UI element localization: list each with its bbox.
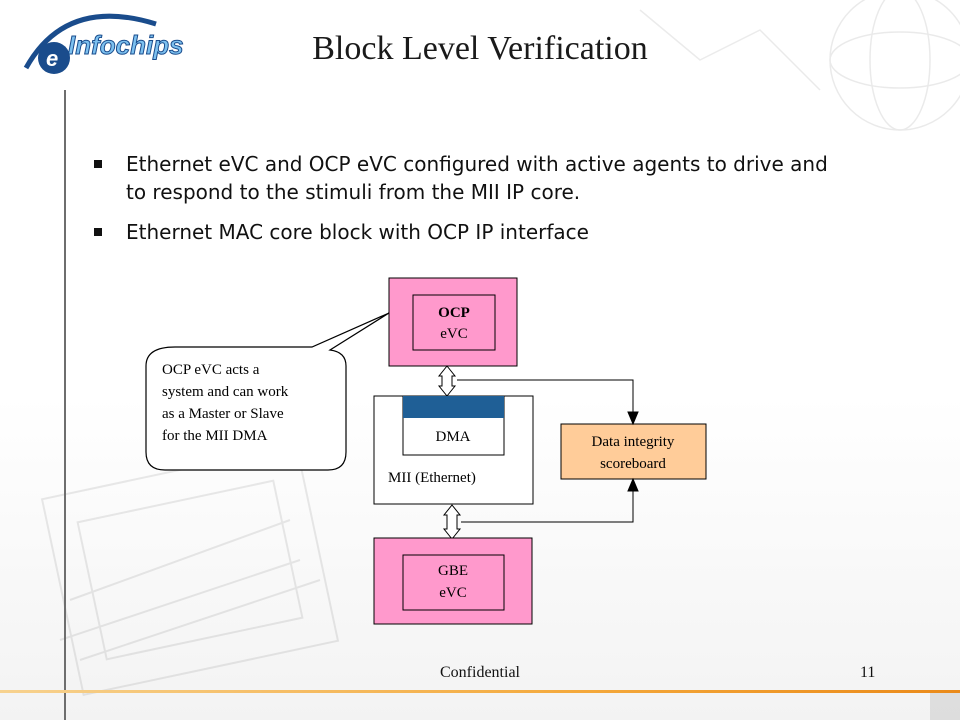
bullet-square-icon [94, 228, 102, 236]
mii-gbe-double-arrow [442, 504, 462, 540]
bullet-text: Ethernet eVC and OCP eVC configured with… [126, 152, 828, 204]
scoreboard-label-line2: scoreboard [600, 456, 666, 472]
scoreboard-block: Data integrity scoreboard [560, 423, 707, 480]
bullet-item: Ethernet MAC core block with OCP IP inte… [92, 218, 852, 246]
gbe-label-line2: eVC [439, 585, 467, 601]
gbe-evc-block: GBE eVC [373, 537, 533, 625]
top-connector-arrowhead [627, 411, 639, 426]
callout-line: OCP eVC acts a [162, 362, 260, 378]
left-divider [64, 90, 66, 720]
ocp-label-line2: eVC [440, 326, 468, 342]
callout-bubble: OCP eVC acts a system and can work as a … [145, 312, 390, 471]
ocp-mii-double-arrow [437, 365, 457, 397]
ocp-evc-block: OCP eVC [388, 277, 518, 367]
callout-line: as a Master or Slave [162, 406, 284, 422]
scoreboard-connectors [457, 379, 639, 523]
bottom-connector-arrowhead [627, 477, 639, 492]
callout-line: for the MII DMA [162, 428, 268, 444]
footer-divider [0, 690, 960, 693]
top-connector-line [457, 379, 634, 414]
page-number: 11 [860, 664, 876, 681]
bottom-connector-line [461, 491, 634, 523]
bullet-item: Ethernet eVC and OCP eVC configured with… [92, 150, 852, 206]
callout-line: system and can work [162, 384, 289, 400]
bullet-text: Ethernet MAC core block with OCP IP inte… [126, 220, 589, 244]
dma-label: DMA [435, 429, 470, 445]
logo-wordmark: Infochips [68, 30, 184, 60]
mii-label: MII (Ethernet) [388, 470, 476, 486]
bullet-square-icon [94, 160, 102, 168]
logo-e-circle [38, 42, 70, 74]
dma-header-bar [403, 396, 504, 418]
logo-letter: e [46, 46, 58, 71]
gbe-label-line1: GBE [438, 563, 468, 579]
scoreboard-label-line1: Data integrity [592, 434, 675, 450]
mii-ethernet-block: DMA MII (Ethernet) [373, 395, 534, 505]
slide-title: Block Level Verification [312, 30, 648, 67]
footer-confidential: Confidential [440, 664, 520, 681]
bullet-list: Ethernet eVC and OCP eVC configured with… [92, 150, 852, 258]
ocp-label-line1: OCP [438, 305, 470, 321]
company-logo: e Infochips [23, 13, 184, 74]
